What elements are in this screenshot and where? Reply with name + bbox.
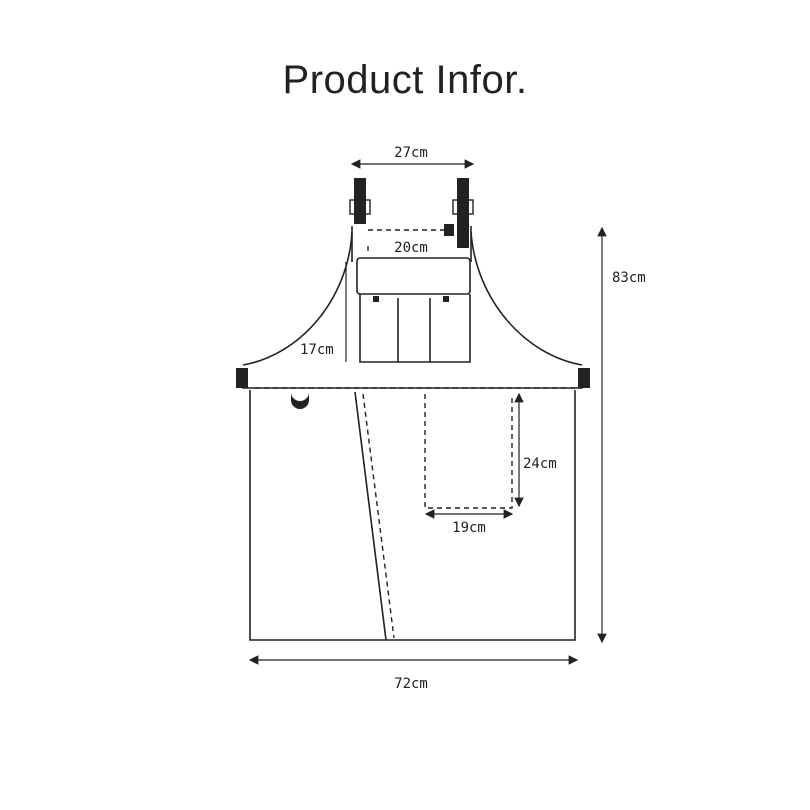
dimension-bib-pocket-width: 20cm bbox=[394, 240, 428, 256]
bib-pocket-width-label: 20cm bbox=[394, 240, 428, 256]
top-width-label: 27cm bbox=[394, 145, 428, 161]
right-strap bbox=[444, 178, 474, 248]
dimension-total-height: 83cm bbox=[597, 226, 646, 644]
dimension-bottom-width: 72cm bbox=[248, 655, 579, 692]
pocket-width-label: 19cm bbox=[452, 520, 486, 536]
page-title: Product Infor. bbox=[282, 58, 528, 102]
dimension-bib-height: 17cm bbox=[300, 262, 347, 362]
apron-outline bbox=[236, 226, 590, 641]
left-strap bbox=[349, 178, 371, 224]
dimension-pocket-width: 19cm bbox=[424, 509, 514, 536]
dimension-pocket-height: 24cm bbox=[514, 392, 557, 508]
dimension-top-width: 27cm bbox=[350, 145, 475, 169]
bib-pocket bbox=[356, 229, 471, 363]
bib-height-label: 17cm bbox=[300, 342, 334, 358]
front-panel bbox=[354, 391, 513, 641]
total-height-label: 83cm bbox=[612, 270, 646, 286]
bottom-width-label: 72cm bbox=[394, 676, 428, 692]
pocket-height-label: 24cm bbox=[523, 456, 557, 472]
